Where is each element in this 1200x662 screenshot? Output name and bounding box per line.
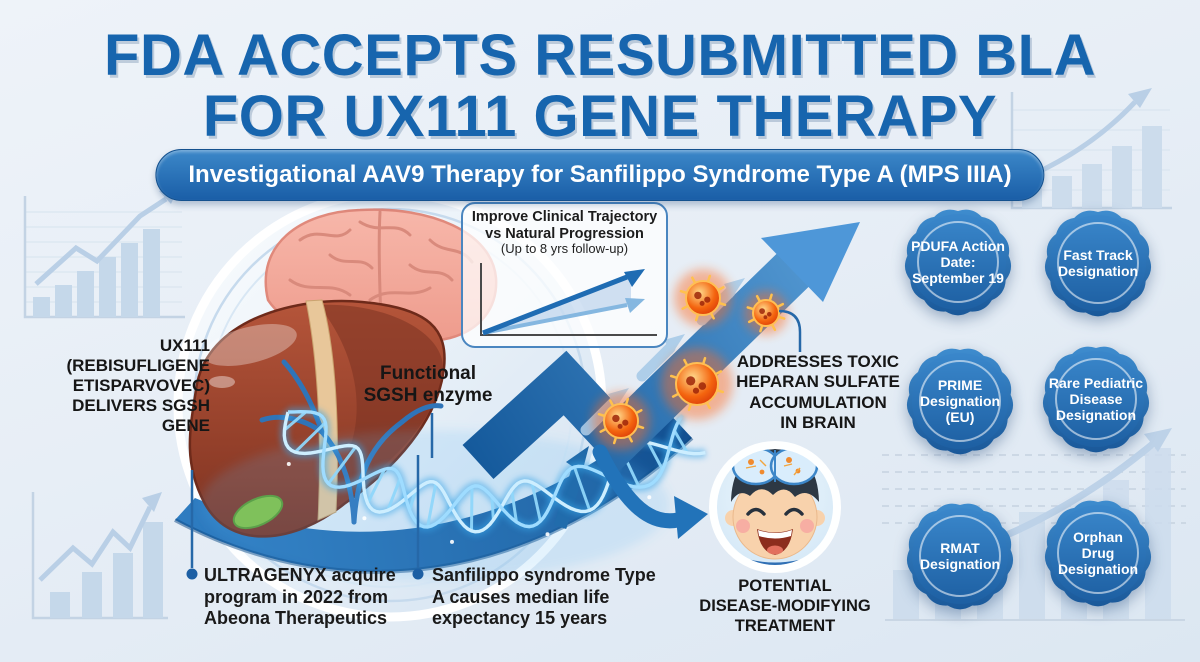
trajectory-card-title: Improve Clinical Trajectory vs Natural P… — [471, 209, 658, 242]
badge-label: PRIME Designation (EU) — [919, 376, 1001, 426]
natural-progression-arrow — [624, 297, 645, 313]
virus-icon — [743, 290, 789, 336]
seal-badge-icon — [906, 348, 1014, 455]
badge-label: PDUFA Action Date: September 19 — [911, 237, 1005, 287]
liver-illustration — [188, 299, 446, 538]
up-arrow-icon — [142, 492, 162, 512]
badge-label: Orphan Drug Designation — [1057, 528, 1139, 578]
headline-line-1: FDA ACCEPTS RESUBMITTED BLA — [104, 23, 1096, 88]
badge-pdufa-date: PDUFA Action Date: September 19 — [898, 202, 1018, 322]
glowing-brain-icon — [731, 449, 819, 486]
label-ux111-delivers-sgsh: UX111 (REBISUFLIGENE ETISPARVOVEC) DELIV… — [66, 336, 210, 436]
trajectory-card-note: (Up to 8 yrs follow-up) — [500, 241, 629, 257]
swoosh-band — [174, 410, 694, 574]
seal-badge-icon — [1044, 210, 1152, 317]
badge-label: RMAT Designation — [919, 539, 1001, 572]
badge-rmat: RMAT Designation — [900, 496, 1020, 616]
headline-line-2: FOR UX111 GENE THERAPY — [202, 84, 998, 149]
child-illustration — [709, 441, 841, 573]
badge-orphan-drug: Orphan Drug Designation — [1038, 493, 1158, 613]
trend-chart-top-left — [23, 184, 185, 319]
bullet-dot — [186, 568, 198, 580]
curved-arrow-to-child — [592, 444, 708, 539]
virus-icon — [674, 269, 732, 327]
connector-lines — [190, 309, 802, 568]
label-potential-treatment: POTENTIAL DISEASE-MODIFYING TREATMENT — [699, 577, 871, 635]
bullet-sanfilippo-life-expectancy: Sanfilippo syndrome Type A causes median… — [432, 565, 656, 629]
seal-badge-icon — [1042, 346, 1150, 453]
dna-helix — [200, 407, 707, 580]
badge-rare-pediatric: Rare Pediatric Disease Designation — [1036, 339, 1156, 459]
seal-badge-icon — [904, 209, 1012, 316]
badge-fast-track: Fast Track Designation — [1038, 203, 1158, 323]
bullet-ultragenyx-acquisition: ULTRAGENYX acquire program in 2022 from … — [204, 565, 396, 629]
virus-icon — [592, 392, 650, 450]
badge-label: Rare Pediatric Disease Designation — [1048, 374, 1144, 424]
badge-label: Fast Track Designation — [1057, 246, 1139, 279]
trajectory-mini-chart — [479, 262, 657, 336]
gallbladder — [232, 494, 284, 530]
label-addresses-heparan-sulfate: ADDRESSES TOXIC HEPARAN SULFATE ACCUMULA… — [736, 352, 900, 433]
up-arrow-icon — [566, 446, 589, 473]
label-functional-sgsh-enzyme: Functional SGSH enzyme — [363, 363, 493, 406]
subtitle-banner: Investigational AAV9 Therapy for Sanfili… — [155, 149, 1045, 201]
clinical-trajectory-card: Improve Clinical Trajectory vs Natural P… — [461, 202, 668, 348]
badge-prime-designation: PRIME Designation (EU) — [900, 341, 1020, 461]
trend-chart-bottom-left — [31, 492, 168, 620]
